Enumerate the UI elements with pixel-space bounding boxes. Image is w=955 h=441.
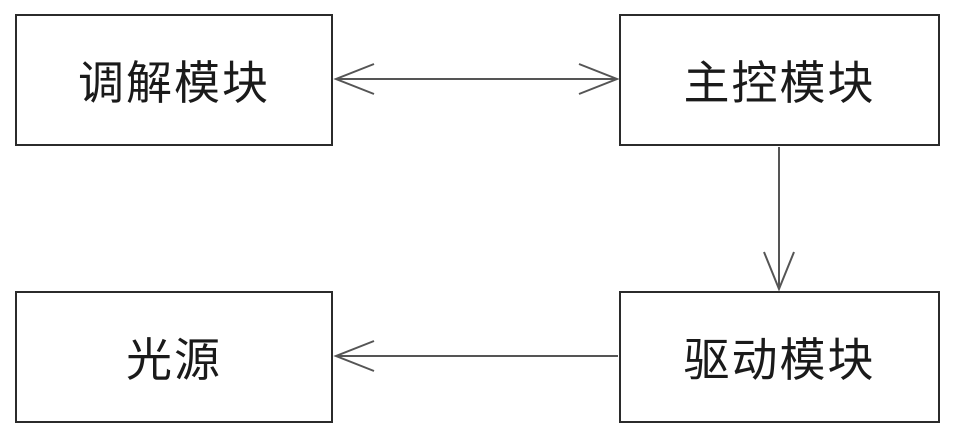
light-source-label: 光源 xyxy=(126,333,222,387)
demodulation-module-label: 调解模块 xyxy=(78,56,270,110)
arrow-demod-main-right-head xyxy=(578,63,620,95)
arrow-main-driver-head xyxy=(763,251,795,292)
arrow-main-driver xyxy=(763,147,795,292)
main-control-module-label: 主控模块 xyxy=(683,56,876,110)
arrow-demod-main xyxy=(333,63,620,95)
main-control-module-box: 主控模块 xyxy=(619,14,940,146)
demodulation-module-box: 调解模块 xyxy=(15,14,333,146)
light-source-box: 光源 xyxy=(15,291,333,423)
arrow-driver-light-head xyxy=(333,340,375,372)
driver-module-label: 驱动模块 xyxy=(683,333,876,387)
arrow-demod-main-left-head xyxy=(333,63,375,95)
arrow-driver-light xyxy=(333,340,618,372)
driver-module-box: 驱动模块 xyxy=(619,291,940,423)
